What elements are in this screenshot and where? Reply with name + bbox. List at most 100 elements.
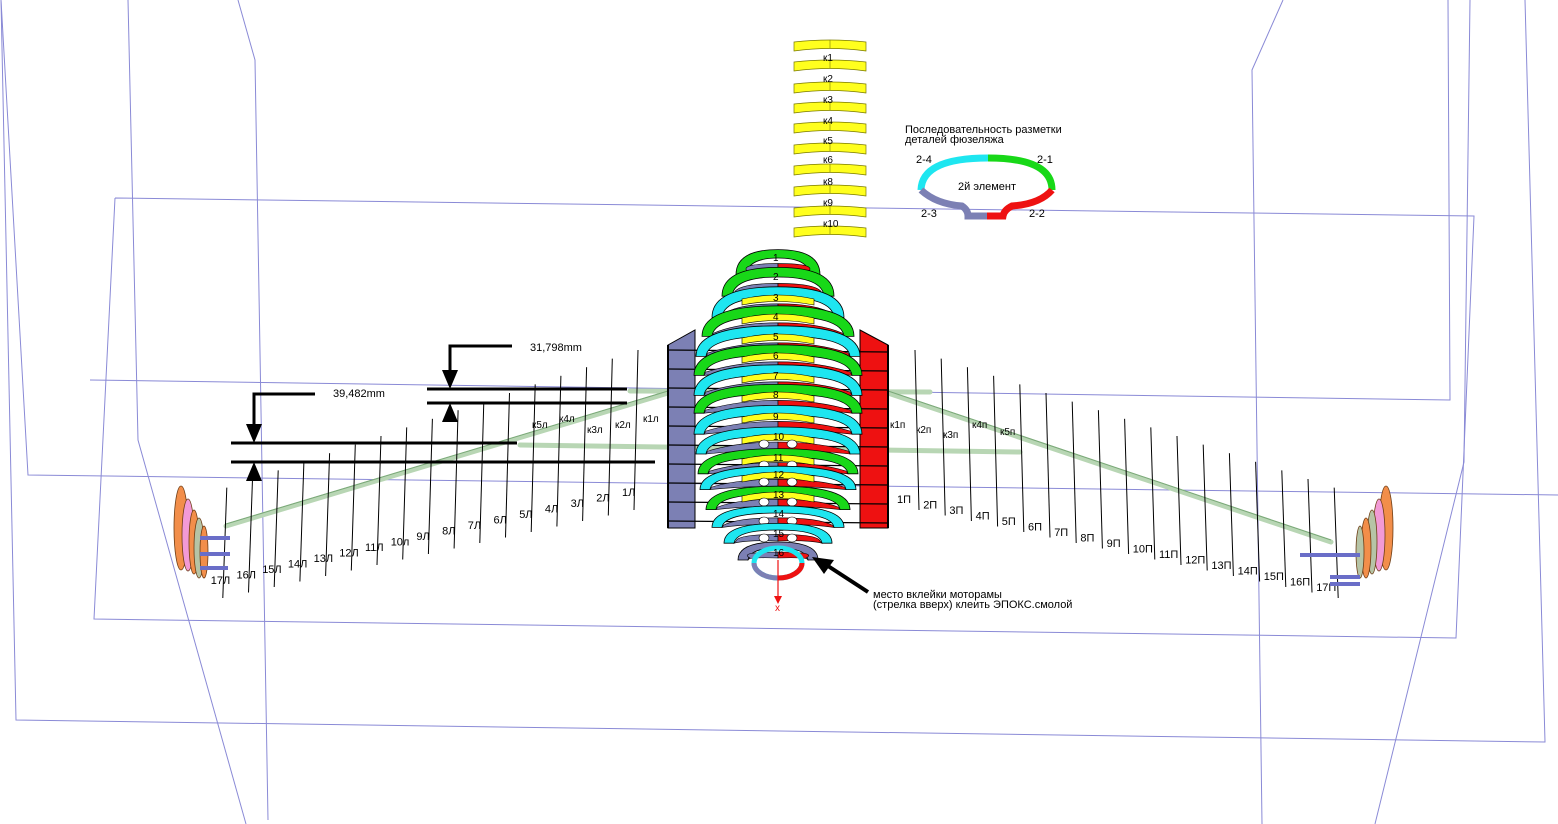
frame-number: 3: [773, 293, 779, 304]
legend-q3: 2-3: [921, 208, 937, 220]
keel-label: к2: [823, 74, 833, 85]
left-rib-label: 15Л: [262, 564, 281, 576]
left-rib-line: [325, 453, 331, 577]
left-rib-line: [505, 392, 510, 538]
keel-label: к6: [823, 155, 833, 166]
left-rib-label: 13Л: [314, 553, 333, 565]
right-rib-label: 16П: [1290, 577, 1310, 589]
left-keel-label: к2л: [615, 420, 631, 431]
right-rib-line: [1019, 384, 1025, 533]
fuselage-frame: [693, 404, 863, 435]
legend-element-shape: [917, 154, 1056, 220]
left-rib-label: 16Л: [237, 570, 256, 582]
left-rib-line: [222, 487, 228, 599]
legend-title-line-1: Последовательность разметки: [905, 124, 1062, 136]
keel-label: к8: [823, 177, 833, 188]
frame-number: 10: [773, 432, 785, 443]
right-rib-line: [1176, 435, 1182, 566]
left-rib-line: [582, 367, 588, 522]
fuselage-frame: [711, 505, 845, 528]
frame-number: 5: [773, 332, 779, 343]
left-rib-label: 8Л: [442, 526, 455, 538]
legend-q2: 2-2: [1029, 208, 1045, 220]
frame-number: 9: [773, 412, 779, 423]
frame-number: 15: [773, 529, 785, 540]
frame-number: 7: [773, 371, 779, 382]
right-rib-label: 4П: [976, 511, 990, 523]
left-keel-label: к3л: [587, 425, 603, 436]
right-keel-label: к3п: [943, 430, 958, 441]
left-rib-line: [376, 435, 382, 566]
left-keel-label: к4л: [559, 414, 575, 425]
right-keel-label: к5п: [1000, 427, 1015, 438]
motor-mount-arrow: [812, 557, 870, 594]
right-rib-line: [1281, 470, 1287, 588]
right-rib-label: 6П: [1028, 522, 1042, 534]
left-wing-ribs: 1Л2Л3Л4Л5Л6Л7Л8Л9Л10л11Л12Л13Л14Л15Л16Л1…: [211, 349, 659, 599]
frame-number: 4: [773, 312, 779, 323]
right-rib-line: [914, 349, 920, 511]
left-wingtip-parts: [173, 485, 230, 579]
left-rib-line: [248, 478, 253, 593]
left-rib-label: 5Л: [519, 509, 532, 521]
note-line-1: место вклейки моторамы: [873, 589, 1002, 601]
left-rib-line: [350, 444, 356, 571]
fuselage-right-plate: [859, 329, 889, 529]
right-rib-label: 8П: [1080, 533, 1094, 545]
left-rib-line: [530, 384, 536, 533]
keel-label: к9: [823, 198, 833, 209]
note-line-2: (стрелка вверх) клеить ЭПОКС.смолой: [873, 599, 1072, 611]
frame-number: 12: [773, 470, 785, 481]
keel-label: к10: [823, 219, 839, 230]
right-wingtip-parts: [1300, 485, 1394, 586]
axis-label: x: [775, 603, 780, 614]
frame-number: 16: [773, 548, 785, 559]
right-rib-label: 12П: [1185, 555, 1205, 567]
frame-number: 2: [773, 272, 779, 283]
left-rib-line: [556, 375, 562, 527]
right-rib-line: [1097, 410, 1103, 549]
right-rib-label: 5П: [1002, 516, 1016, 528]
left-rib-line: [427, 418, 433, 555]
keel-label: к1: [823, 53, 833, 64]
right-rib-line: [1202, 444, 1208, 571]
dimension-label-1: 31,798mm: [530, 342, 582, 354]
frame-number: 11: [773, 453, 784, 464]
right-keel-label: к2п: [916, 425, 931, 436]
left-rib-label: 12Л: [339, 548, 358, 560]
legend-q4: 2-4: [916, 154, 932, 166]
left-rib-label: 6Л: [494, 515, 507, 527]
left-rib-label: 2Л: [596, 493, 609, 505]
centre-axis: [774, 560, 782, 604]
right-rib-line: [966, 367, 972, 522]
left-keel-label: к1л: [643, 414, 659, 425]
left-rib-label: 1Л: [622, 487, 635, 499]
left-rib-line: [479, 401, 485, 544]
frame-number: 13: [773, 490, 785, 501]
frame-number: 1: [773, 253, 779, 264]
right-rib-label: 2П: [923, 500, 937, 512]
fuselage-frame: [723, 522, 833, 544]
left-keel-label: к5л: [532, 420, 548, 431]
fuselage-left-plate: [667, 329, 696, 529]
left-rib-line: [402, 427, 408, 560]
left-rib-label: 3Л: [571, 498, 584, 510]
left-rib-line: [299, 461, 305, 582]
right-keel-label: к1п: [890, 420, 905, 431]
fuselage-frame: [693, 383, 863, 414]
dimension-39482: [231, 392, 655, 481]
legend-q1: 2-1: [1037, 154, 1053, 166]
right-rib-line: [1307, 478, 1313, 593]
right-rib-line: [940, 358, 946, 516]
fuselage-frame: [695, 426, 861, 455]
fuselage-frame: [705, 485, 851, 510]
right-keel-label: к4п: [972, 420, 987, 431]
dimension-31798: [427, 344, 627, 422]
right-rib-label: 1П: [897, 494, 911, 506]
right-rib-line: [1255, 461, 1261, 582]
right-rib-label: 15П: [1264, 571, 1284, 583]
